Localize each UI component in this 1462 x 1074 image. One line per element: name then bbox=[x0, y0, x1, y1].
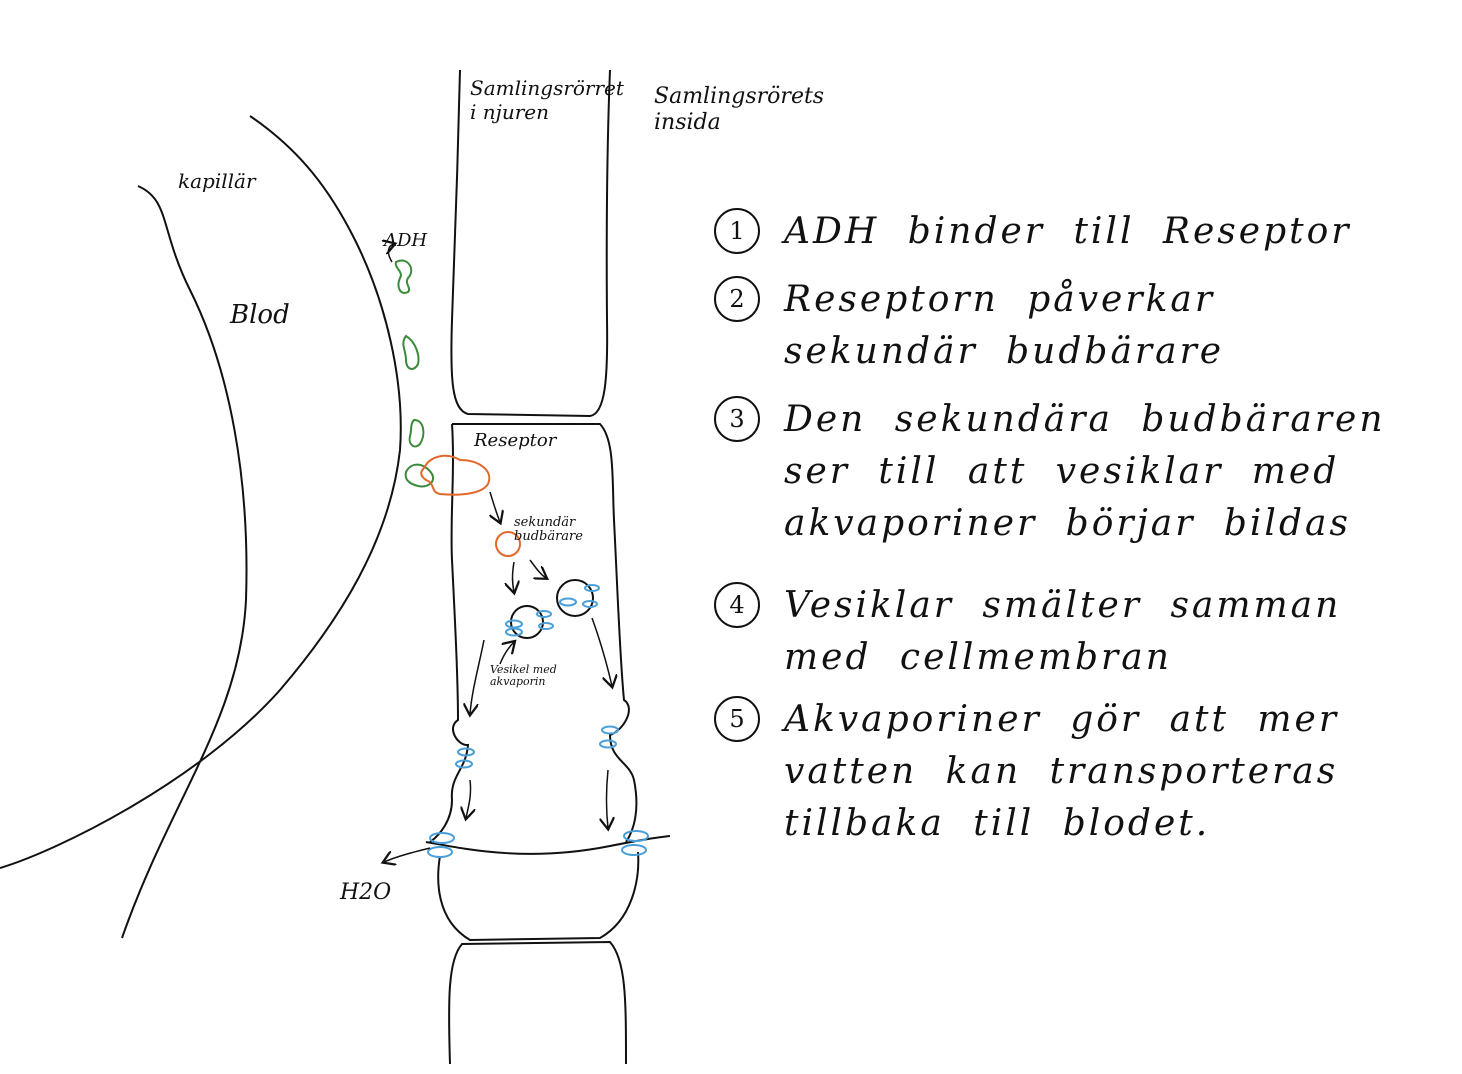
step-number: 2 bbox=[714, 276, 760, 322]
label-collecting-duct: Samlingsrörret i njuren bbox=[470, 76, 624, 124]
arrow-receptor-to-messenger bbox=[490, 491, 500, 522]
arrow-vesicle-right bbox=[591, 617, 612, 686]
label-blood: Blod bbox=[230, 300, 290, 330]
label-adh: ADH bbox=[384, 230, 428, 251]
aquaporin bbox=[559, 597, 577, 607]
step-text: Vesiklar smälter samman med cellmembran bbox=[784, 585, 1342, 678]
aquaporin bbox=[601, 725, 619, 735]
adh-bound bbox=[404, 463, 434, 488]
aquaporin bbox=[505, 627, 523, 637]
arrow-messenger-to-vesicle bbox=[529, 559, 546, 578]
duct-cell-upper bbox=[450, 69, 611, 418]
aquaporin bbox=[623, 830, 649, 842]
adh-molecule bbox=[394, 259, 413, 294]
arrow-label-vesicle bbox=[499, 642, 514, 665]
aquaporin bbox=[455, 759, 473, 769]
step-text: Akvaporiner gör att mer vatten kan trans… bbox=[784, 699, 1340, 844]
adh-molecule bbox=[402, 334, 420, 370]
arrow-down-left bbox=[466, 779, 471, 818]
label-vesicle: Vesikel med akvaporin bbox=[490, 663, 557, 688]
second-messenger-circle bbox=[495, 531, 521, 557]
vesicle bbox=[556, 579, 594, 617]
label-receptor: Reseptor bbox=[474, 430, 557, 451]
step-number: 3 bbox=[714, 396, 760, 442]
step-number: 1 bbox=[714, 208, 760, 254]
aquaporin bbox=[584, 584, 600, 592]
aquaporin bbox=[429, 832, 455, 844]
aquaporin bbox=[536, 610, 552, 618]
arrow-water-out bbox=[384, 847, 431, 862]
receptor-shape bbox=[420, 454, 491, 496]
step-number: 5 bbox=[714, 696, 760, 742]
label-second-messenger: sekundär budbärare bbox=[514, 515, 583, 544]
label-capillary: kapillär bbox=[178, 169, 256, 193]
capillary-wall-outer bbox=[121, 185, 248, 939]
label-duct-inside: Samlingsrörets insida bbox=[654, 84, 825, 135]
arrow-down-right bbox=[607, 769, 609, 828]
capillary-wall-inner bbox=[0, 115, 402, 869]
aquaporin bbox=[427, 846, 453, 858]
aquaporin bbox=[505, 619, 523, 629]
arrow-vesicle-left bbox=[470, 639, 485, 714]
step-text: Den sekundära budbäraren ser till att ve… bbox=[784, 399, 1386, 544]
step-text: Reseptorn påverkar sekundär budbärare bbox=[784, 279, 1225, 372]
adh-molecule bbox=[408, 418, 425, 448]
aquaporin bbox=[621, 844, 647, 856]
adh-pointer bbox=[388, 244, 394, 263]
aquaporin bbox=[538, 622, 554, 630]
aquaporin bbox=[457, 747, 475, 757]
duct-cell-bottom bbox=[448, 940, 627, 1065]
duct-cell-lower bbox=[437, 851, 640, 942]
step-number: 4 bbox=[714, 582, 760, 628]
aquaporin bbox=[582, 600, 598, 608]
arrow-messenger-to-vesicle bbox=[513, 561, 515, 592]
vesicle bbox=[510, 605, 544, 639]
aquaporin-group bbox=[427, 584, 649, 858]
step-text: ADH binder till Reseptor bbox=[784, 211, 1352, 252]
aquaporin bbox=[599, 739, 617, 749]
duct-cell-middle bbox=[429, 423, 638, 843]
label-water: H2O bbox=[340, 880, 392, 905]
